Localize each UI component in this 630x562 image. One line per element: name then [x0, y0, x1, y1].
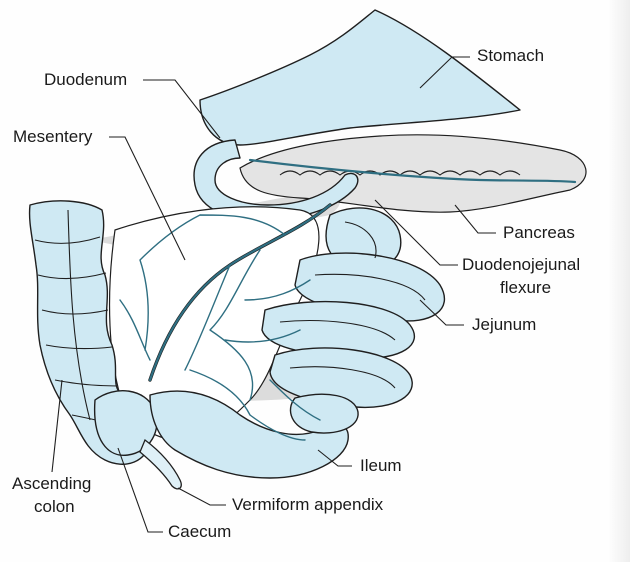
- label-appendix: Vermiform appendix: [232, 495, 384, 514]
- duodenum: [193, 139, 359, 221]
- leader-appendix: [177, 487, 226, 506]
- ileum: [149, 390, 349, 479]
- leader-ileum: [317, 449, 352, 467]
- label-ascending-line2: colon: [34, 497, 75, 516]
- leader-mesentery: [109, 136, 186, 261]
- label-pancreas: Pancreas: [503, 223, 575, 242]
- leader-pancreas: [454, 204, 496, 234]
- coil-inner-lines: [279, 221, 426, 389]
- ileum-coil-4: [269, 347, 413, 409]
- leader-caecum: [117, 447, 163, 533]
- splenic-vessel: [248, 158, 577, 184]
- leader-duodenojejunal: [374, 199, 458, 266]
- leader-stomach: [419, 56, 470, 89]
- stomach: [199, 9, 521, 146]
- taenia-coli: [67, 209, 91, 421]
- label-caecum: Caecum: [168, 522, 232, 541]
- caecum: [93, 390, 158, 456]
- label-mesentery: Mesentery: [13, 127, 93, 146]
- leader-duodenum: [143, 79, 221, 139]
- mesenteric-branches: [119, 214, 321, 441]
- ileum-coil-5: [289, 393, 359, 434]
- label-jejunum: Jejunum: [472, 315, 537, 334]
- label-duodenojejunal-line2: flexure: [500, 278, 552, 297]
- label-ascending-line1: Ascending: [12, 474, 92, 493]
- colon-haustra: [34, 236, 128, 428]
- leader-ascending-colon: [51, 379, 63, 473]
- label-duodenojejunal-line1: Duodenojejunal: [462, 255, 581, 274]
- label-ileum: Ileum: [360, 456, 402, 475]
- jejunum-coil-3: [261, 300, 416, 359]
- leader-jejunum: [419, 299, 464, 326]
- label-stomach: Stomach: [477, 46, 545, 65]
- label-duodenum: Duodenum: [44, 70, 128, 89]
